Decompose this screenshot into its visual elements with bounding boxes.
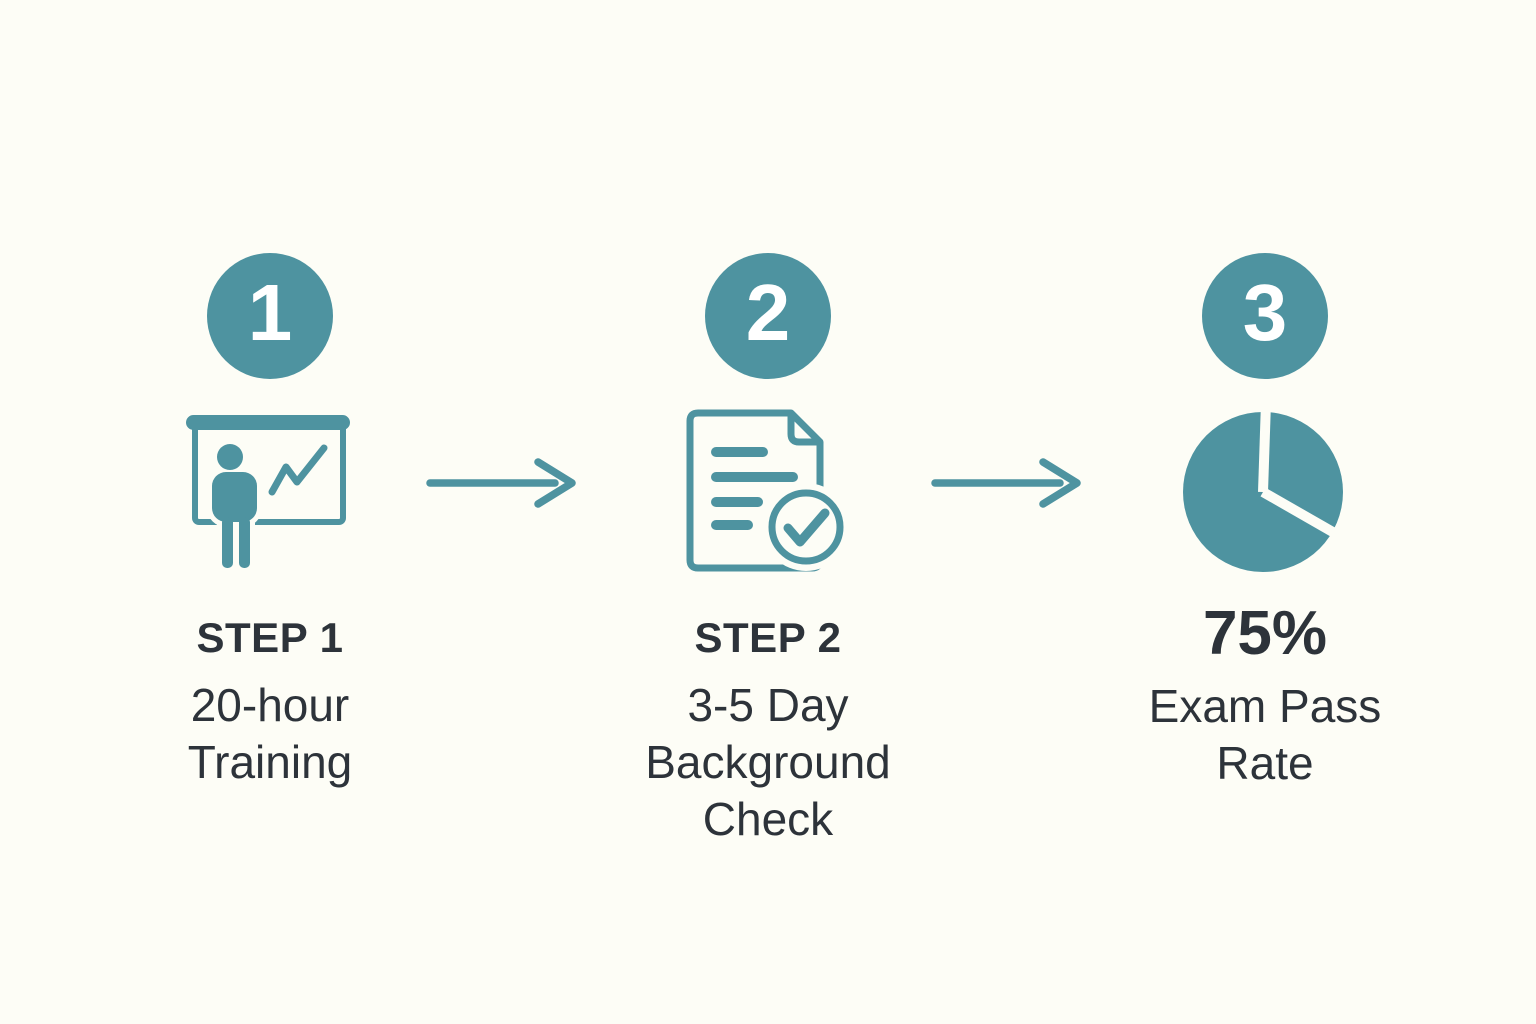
step-2-description: 3-5 Day Background Check (645, 679, 891, 845)
document-check-icon (678, 405, 858, 580)
training-presentation-icon (180, 405, 360, 580)
step-3-number: 3 (1242, 268, 1288, 357)
step-3-number-badge: 3 (1202, 253, 1328, 379)
arrow-right-icon-1 (426, 458, 576, 508)
step-3-description: Exam Pass Rate (1148, 680, 1382, 789)
step-3-stat-value: 75% (1202, 599, 1328, 668)
step-column-3: 3 75% Exam Pass Rate (1065, 253, 1465, 792)
step-column-1: 1 (70, 253, 470, 791)
step-1-description: 20-hour Training (187, 679, 353, 788)
step-2-number-badge: 2 (705, 253, 831, 379)
step-2-label: STEP 2 (694, 614, 842, 661)
step-1-label: STEP 1 (196, 614, 344, 661)
step-1-number-badge: 1 (207, 253, 333, 379)
step-column-2: 2 STEP 2 3- (568, 253, 968, 848)
step-2-number: 2 (745, 268, 791, 357)
pie-chart-icon (1175, 400, 1355, 580)
arrow-right-icon-2 (931, 458, 1081, 508)
step-1-number: 1 (247, 268, 293, 357)
